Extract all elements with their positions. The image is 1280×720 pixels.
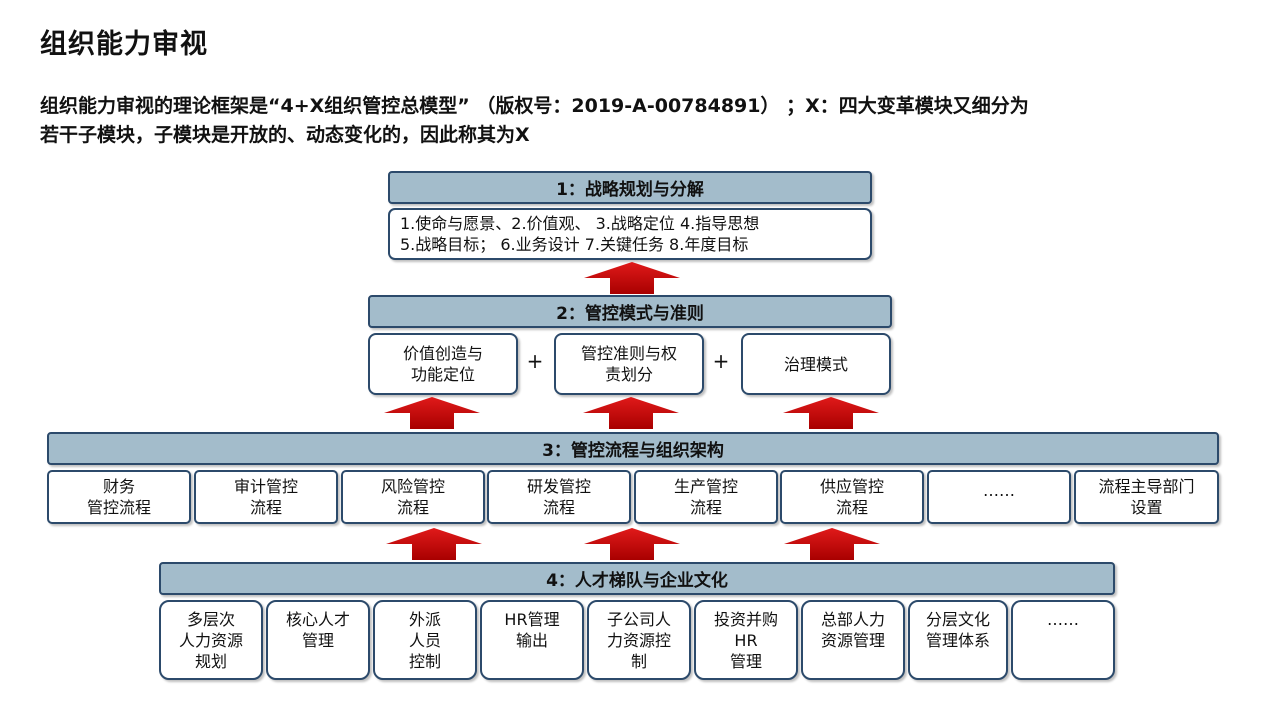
level3-box-supply: 供应管控 流程	[780, 470, 924, 524]
box-line: 流程主导部门	[1098, 477, 1195, 496]
arrow-up-icon	[386, 528, 482, 560]
box-line: 外派	[408, 609, 441, 629]
level1-header: 1：战略规划与分解	[388, 171, 872, 204]
level3-box-production: 生产管控 流程	[634, 470, 778, 524]
description-line: 若干子模块，子模块是开放的、动态变化的，因此称其为X	[40, 124, 530, 146]
arrow-up-icon	[584, 262, 680, 294]
level2-box-control-rules: 管控准则与权 责划分	[554, 333, 704, 395]
level3-box-finance: 财务 管控流程	[47, 470, 191, 524]
box-line: 生产管控	[673, 477, 738, 496]
box-line: 研发管控	[526, 477, 591, 496]
box-line: 治理模式	[783, 354, 848, 374]
box-line: 资源管理	[820, 631, 885, 650]
level1-detail-line: 1.使命与愿景、2.价值观、 3.战略定位 4.指导思想	[400, 214, 760, 233]
box-line: 投资并购	[713, 609, 778, 629]
level4-box-hr-output: HR管理 输出	[480, 600, 584, 680]
box-line: 控制	[408, 651, 441, 671]
box-line: 管控准则与权	[580, 344, 677, 363]
box-line: 管理体系	[925, 631, 990, 650]
box-line: 流程	[689, 498, 722, 517]
box-line: 制	[630, 651, 647, 671]
box-line: 价值创造与	[402, 344, 483, 363]
level3-box-risk: 风险管控 流程	[341, 470, 485, 524]
level4-box-hq-hr: 总部人力 资源管理	[801, 600, 905, 680]
box-line: 供应管控	[819, 477, 884, 496]
plus-sign: +	[712, 349, 730, 373]
level1-detail-line: 5.战略目标； 6.业务设计 7.关键任务 8.年度目标	[400, 235, 749, 254]
box-line: ……	[1047, 610, 1079, 629]
box-line: 风险管控	[380, 477, 445, 496]
level3-box-audit: 审计管控 流程	[194, 470, 338, 524]
level4-box-culture: 分层文化 管理体系	[908, 600, 1008, 680]
arrow-up-icon	[583, 397, 679, 429]
box-line: 流程	[396, 498, 429, 517]
level1-detail-box: 1.使命与愿景、2.价值观、 3.战略定位 4.指导思想 5.战略目标； 6.业…	[388, 208, 872, 260]
box-line: 流程	[542, 498, 575, 517]
box-line: 管控流程	[86, 498, 151, 517]
box-line: 力资源控	[606, 630, 671, 650]
description: 组织能力审视的理论框架是“4+X组织管控总模型” （版权号：2019-A-007…	[40, 92, 1260, 150]
box-line: 总部人力	[820, 610, 885, 629]
box-line: 审计管控	[233, 477, 298, 496]
level4-box-subsidiary-hr: 子公司人 力资源控 制	[587, 600, 691, 680]
box-line: 分层文化	[925, 610, 990, 629]
plus-sign: +	[526, 349, 544, 373]
level4-box-hr-planning: 多层次 人力资源 规划	[159, 600, 263, 680]
arrow-up-icon	[384, 397, 480, 429]
box-line: 子公司人	[606, 609, 671, 629]
description-line: 组织能力审视的理论框架是“4+X组织管控总模型” （版权号：2019-A-007…	[40, 95, 1029, 117]
box-line: 人员	[408, 630, 441, 650]
box-line: 责划分	[604, 365, 653, 384]
level4-header: 4：人才梯队与企业文化	[159, 562, 1115, 595]
level4-box-core-talent: 核心人才 管理	[266, 600, 370, 680]
box-line: 人力资源	[178, 630, 243, 650]
box-line: 规划	[194, 651, 227, 671]
level3-header: 3：管控流程与组织架构	[47, 432, 1219, 465]
box-line: ……	[983, 481, 1015, 500]
level3-box-rnd: 研发管控 流程	[487, 470, 631, 524]
level3-box-lead-department: 流程主导部门 设置	[1074, 470, 1219, 524]
box-line: 核心人才	[285, 610, 350, 629]
level2-header: 2：管控模式与准则	[368, 295, 892, 328]
box-line: 设置	[1130, 498, 1163, 517]
box-line: HR管理	[504, 610, 560, 629]
box-line: HR	[734, 630, 758, 650]
box-line: 输出	[515, 631, 548, 650]
page-title: 组织能力审视	[40, 29, 208, 60]
box-line: 多层次	[186, 609, 235, 629]
level2-box-value-creation: 价值创造与 功能定位	[368, 333, 518, 395]
box-line: 财务	[102, 477, 135, 496]
arrow-up-icon	[783, 397, 879, 429]
level4-box-more: ……	[1011, 600, 1115, 680]
box-line: 流程	[249, 498, 282, 517]
arrow-up-icon	[584, 528, 680, 560]
arrow-up-icon	[784, 528, 880, 560]
box-line: 功能定位	[410, 365, 475, 384]
box-line: 管理	[301, 631, 334, 650]
level3-box-more: ……	[927, 470, 1071, 524]
box-line: 管理	[729, 651, 762, 671]
level4-box-ma-hr: 投资并购 HR 管理	[694, 600, 798, 680]
box-line: 流程	[835, 498, 868, 517]
level2-box-governance: 治理模式	[741, 333, 891, 395]
level4-box-expat: 外派 人员 控制	[373, 600, 477, 680]
